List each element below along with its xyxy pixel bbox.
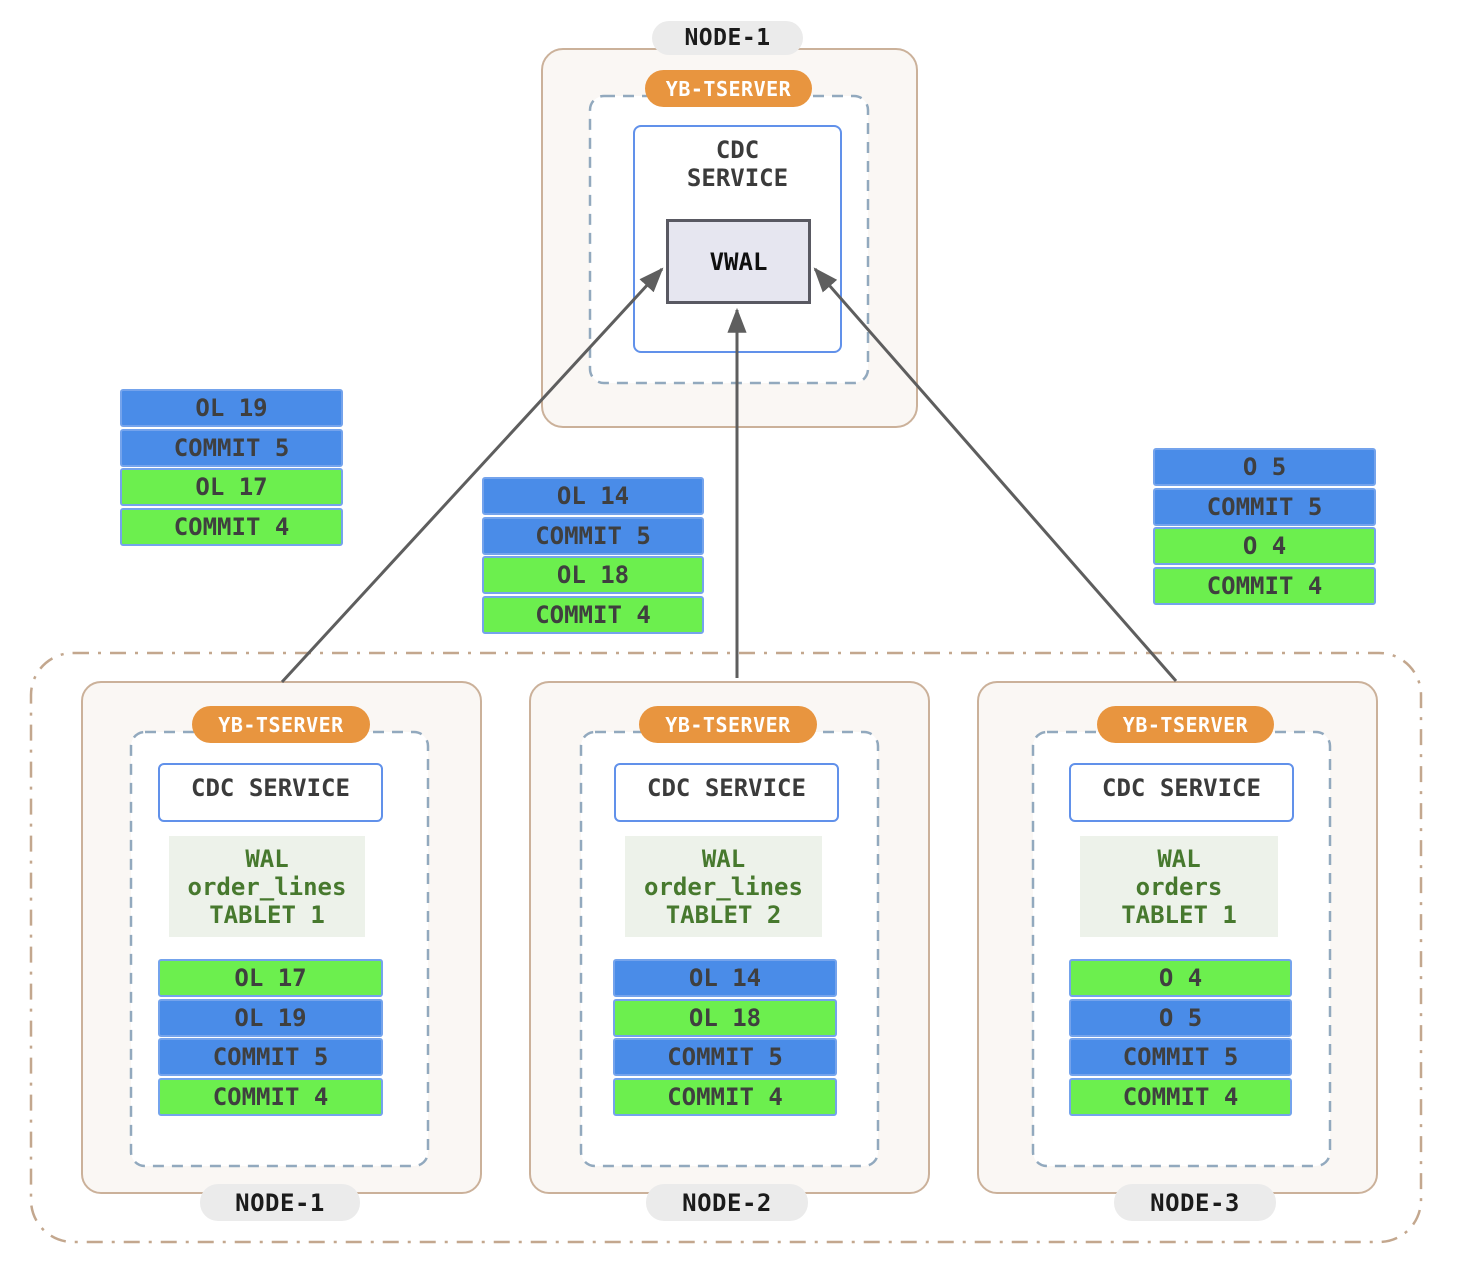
- node1-wal-line1: WAL: [245, 844, 289, 873]
- node2-wal-box: WAL order_lines TABLET 2: [625, 836, 822, 937]
- node2-tserver-pill: YB-TSERVER: [639, 706, 817, 743]
- record-row: O 4: [1153, 527, 1376, 565]
- record-row: OL 19: [120, 389, 343, 427]
- record-row: COMMIT 4: [158, 1077, 383, 1116]
- record-row: COMMIT 5: [482, 516, 704, 555]
- node2-label: NODE-2: [682, 1188, 772, 1217]
- record-row: OL 19: [158, 998, 383, 1037]
- right-record-stack: O 5 COMMIT 5 O 4 COMMIT 4: [1153, 448, 1376, 605]
- record-row: COMMIT 5: [613, 1038, 837, 1076]
- cluster-node2-box: [529, 681, 930, 1194]
- record-row: COMMIT 5: [1153, 487, 1376, 526]
- node3-label: NODE-3: [1150, 1188, 1240, 1217]
- node2-cdc-service-box: CDC SERVICE: [614, 763, 839, 822]
- node2-wal-line2: order_lines: [644, 872, 803, 901]
- node2-wal-line1: WAL: [701, 844, 746, 873]
- record-row: OL 18: [613, 998, 837, 1037]
- top-tserver-label: YB-TSERVER: [665, 76, 792, 101]
- middle-record-stack: OL 14 COMMIT 5 OL 18 COMMIT 4: [482, 477, 704, 634]
- record-row: O 5: [1153, 448, 1376, 486]
- top-node-label: NODE-1: [684, 25, 771, 51]
- node3-wal-box: WAL orders TABLET 1: [1080, 836, 1278, 937]
- node3-cdc-service-label: CDC SERVICE: [1102, 774, 1261, 802]
- node3-wal-line1: WAL: [1157, 844, 1201, 873]
- node2-tserver-label: YB-TSERVER: [665, 712, 791, 737]
- vwal-label: VWAL: [709, 247, 768, 276]
- node1-label: NODE-1: [235, 1188, 325, 1217]
- record-row: COMMIT 4: [120, 507, 343, 546]
- top-tserver-pill: YB-TSERVER: [645, 70, 812, 107]
- node1-tserver-label: YB-TSERVER: [218, 712, 344, 737]
- record-row: OL 18: [482, 556, 704, 594]
- node2-label-pill: NODE-2: [646, 1184, 808, 1221]
- left-record-stack: OL 19 COMMIT 5 OL 17 COMMIT 4: [120, 389, 343, 546]
- record-row: COMMIT 4: [1069, 1077, 1292, 1116]
- cluster-node3-box: [977, 681, 1378, 1194]
- node3-cdc-service-box: CDC SERVICE: [1069, 763, 1294, 822]
- record-row: OL 14: [482, 477, 704, 515]
- record-row: OL 14: [613, 959, 837, 997]
- vwal-box: VWAL: [666, 219, 811, 304]
- record-row: O 5: [1069, 998, 1292, 1037]
- node3-wal-line3: TABLET 1: [1121, 900, 1237, 929]
- record-row: COMMIT 4: [1153, 566, 1376, 605]
- record-row: COMMIT 4: [482, 595, 704, 634]
- node2-cdc-service-label: CDC SERVICE: [647, 774, 806, 802]
- node1-cdc-service-box: CDC SERVICE: [158, 763, 383, 822]
- record-row: OL 17: [120, 468, 343, 506]
- record-row: OL 17: [158, 959, 383, 997]
- record-row: COMMIT 5: [120, 428, 343, 467]
- node3-wal-line2: orders: [1135, 872, 1223, 901]
- node1-wal-box: WAL order_lines TABLET 1: [169, 836, 365, 937]
- top-cdc-service-label: CDC SERVICE: [635, 127, 840, 192]
- record-row: COMMIT 5: [1069, 1038, 1292, 1076]
- top-node-label-pill: NODE-1: [652, 21, 803, 55]
- record-row: COMMIT 4: [613, 1077, 837, 1116]
- node3-tserver-pill: YB-TSERVER: [1097, 706, 1274, 743]
- node3-tserver-label: YB-TSERVER: [1122, 712, 1249, 737]
- top-cdc-service-line2: SERVICE: [686, 164, 789, 192]
- node2-wal-line3: TABLET 2: [665, 900, 782, 929]
- node3-label-pill: NODE-3: [1114, 1184, 1276, 1221]
- node3-record-stack: O 4 O 5 COMMIT 5 COMMIT 4: [1069, 959, 1292, 1116]
- node1-cdc-service-label: CDC SERVICE: [191, 774, 350, 802]
- node2-record-stack: OL 14 OL 18 COMMIT 5 COMMIT 4: [613, 959, 837, 1116]
- top-cdc-service-line1: CDC: [715, 136, 760, 164]
- record-row: COMMIT 5: [158, 1038, 383, 1076]
- cluster-node1-box: [81, 681, 482, 1194]
- node1-wal-line3: TABLET 1: [209, 900, 325, 929]
- record-row: O 4: [1069, 959, 1292, 997]
- node1-tserver-pill: YB-TSERVER: [192, 706, 370, 743]
- node1-label-pill: NODE-1: [200, 1184, 360, 1221]
- node1-record-stack: OL 17 OL 19 COMMIT 5 COMMIT 4: [158, 959, 383, 1116]
- node1-wal-line2: order_lines: [187, 872, 347, 901]
